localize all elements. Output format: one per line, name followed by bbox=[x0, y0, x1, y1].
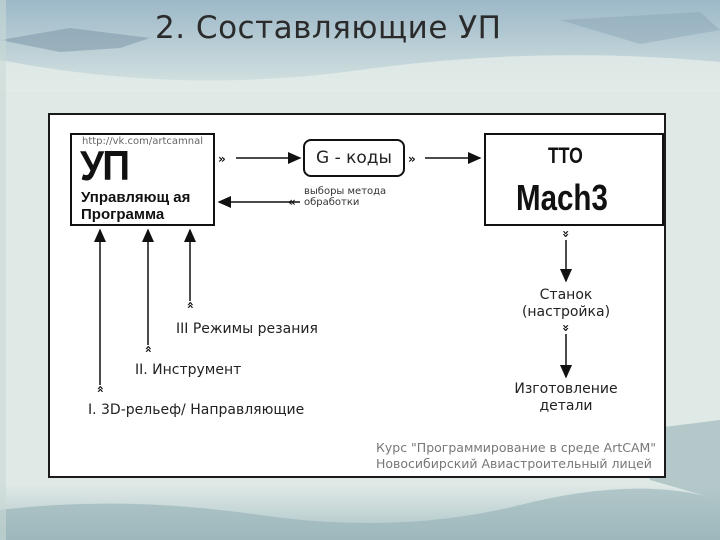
connector-arrows: » » « » » » » » bbox=[93, 152, 573, 393]
up-subtitle-line1: Управляющ ая bbox=[81, 189, 191, 206]
chevron-right-icon: » bbox=[218, 152, 226, 166]
chevron-down-icon: » bbox=[559, 230, 573, 238]
output-label: Изготовление детали bbox=[506, 381, 626, 415]
input-label-tool: II. Инструмент bbox=[135, 362, 242, 378]
tto-title: ТТО bbox=[548, 143, 583, 168]
machine-label: Станок (настройка) bbox=[516, 287, 616, 321]
slide-title: 2. Составляющие УП bbox=[155, 10, 502, 46]
chevron-left-icon: « bbox=[288, 195, 296, 209]
chevron-right-icon: » bbox=[408, 152, 416, 166]
output-label-line1: Изготовление bbox=[514, 381, 618, 397]
output-label-line2: детали bbox=[539, 398, 593, 414]
up-title: УП bbox=[80, 142, 130, 189]
machine-label-line2: (настройка) bbox=[521, 304, 611, 320]
input-label-relief: I. 3D-рельеф/ Направляющие bbox=[88, 402, 305, 418]
chevron-up-icon: » bbox=[93, 385, 107, 393]
url-text: http://vk.com/artcamnal bbox=[82, 136, 204, 147]
machine-label-line1: Станок bbox=[539, 287, 593, 303]
feedback-label: выборы метода обработки bbox=[304, 186, 386, 208]
footer-line2: Новосибирский Авиастроительный лицей bbox=[376, 456, 652, 471]
up-subtitle-line2: Программа bbox=[81, 206, 165, 223]
chevron-up-icon: » bbox=[183, 301, 197, 309]
mach3-label: Mach3 bbox=[516, 177, 608, 218]
up-box: http://vk.com/artcamnal УП Управляющ ая … bbox=[70, 133, 215, 226]
chevron-up-icon: » bbox=[141, 345, 155, 353]
footer-line1: Курс "Программирование в среде ArtCAM" bbox=[376, 440, 657, 455]
gcode-box: G - коды bbox=[303, 139, 405, 177]
tto-box: ТТО Mach3 bbox=[484, 133, 664, 226]
feedback-label-line1: выборы метода bbox=[304, 186, 387, 197]
footer-credit: Курс "Программирование в среде ArtCAM" Н… bbox=[376, 440, 656, 472]
diagram-frame: http://vk.com/artcamnal УП Управляющ ая … bbox=[48, 113, 666, 478]
input-label-cutting-modes: III Режимы резания bbox=[176, 321, 318, 337]
feedback-label-line2: обработки bbox=[304, 197, 360, 208]
chevron-down-icon: » bbox=[559, 324, 573, 332]
